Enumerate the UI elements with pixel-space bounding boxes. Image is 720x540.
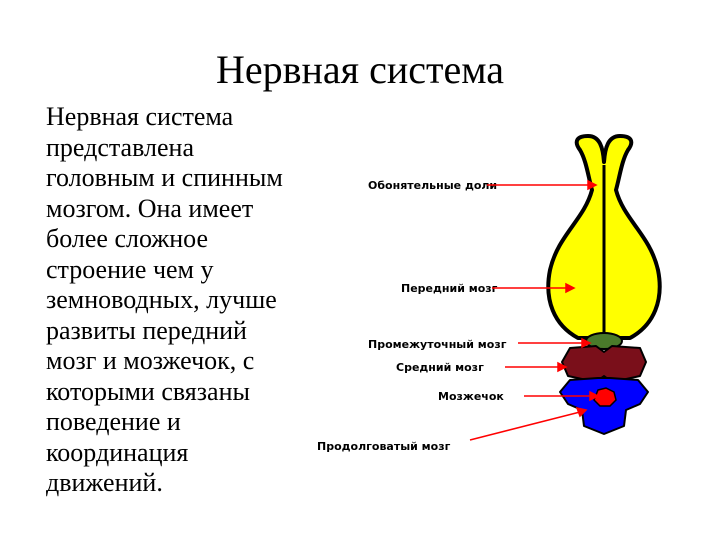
pointer-forebrain-arrowhead bbox=[565, 282, 576, 294]
body-line: представлена bbox=[46, 132, 195, 162]
midbrain-shape bbox=[561, 345, 647, 383]
body-line: мозгом. Она имеет bbox=[46, 193, 254, 223]
body-line: поведение и bbox=[46, 407, 181, 436]
body-line: развиты передний bbox=[46, 315, 247, 345]
body-line: более сложное bbox=[46, 224, 209, 253]
pointer-midbrain-arrowhead bbox=[557, 361, 568, 373]
pointer-cerebellum-arrowhead bbox=[589, 390, 600, 402]
body-line: земноводных, лучше bbox=[46, 285, 277, 314]
pointer-diencephalon-arrowhead bbox=[581, 337, 592, 349]
body-line: координация bbox=[46, 437, 189, 467]
brain-diagram: Обонятельные доли Передний мозг Промежут… bbox=[317, 134, 662, 453]
label-olfactory-lobes: Обонятельные доли bbox=[368, 179, 497, 192]
label-forebrain: Передний мозг bbox=[401, 282, 498, 295]
slide-body-text: Нервная система представлена головным и … bbox=[46, 102, 326, 499]
pointer-medulla-arrowhead bbox=[575, 406, 588, 418]
pointer-olfactory-arrowhead bbox=[587, 179, 598, 191]
cerebellum-shape bbox=[593, 387, 617, 407]
body-line: Нервная система bbox=[46, 102, 234, 131]
body-line: движений. bbox=[46, 468, 163, 497]
label-midbrain: Средний мозг bbox=[396, 361, 484, 374]
slide-title: Нервная система bbox=[215, 47, 505, 92]
label-diencephalon: Промежуточный мозг bbox=[368, 338, 507, 351]
body-line: строение чем у bbox=[46, 254, 214, 284]
body-line: головным и спинным bbox=[46, 163, 283, 192]
body-line: которыми связаны bbox=[46, 376, 250, 406]
body-line: мозг и мозжечок, с bbox=[46, 346, 255, 375]
label-cerebellum: Мозжечок bbox=[438, 390, 504, 403]
pointer-medulla bbox=[469, 411, 581, 441]
label-medulla: Продолговатый мозг bbox=[317, 440, 451, 453]
